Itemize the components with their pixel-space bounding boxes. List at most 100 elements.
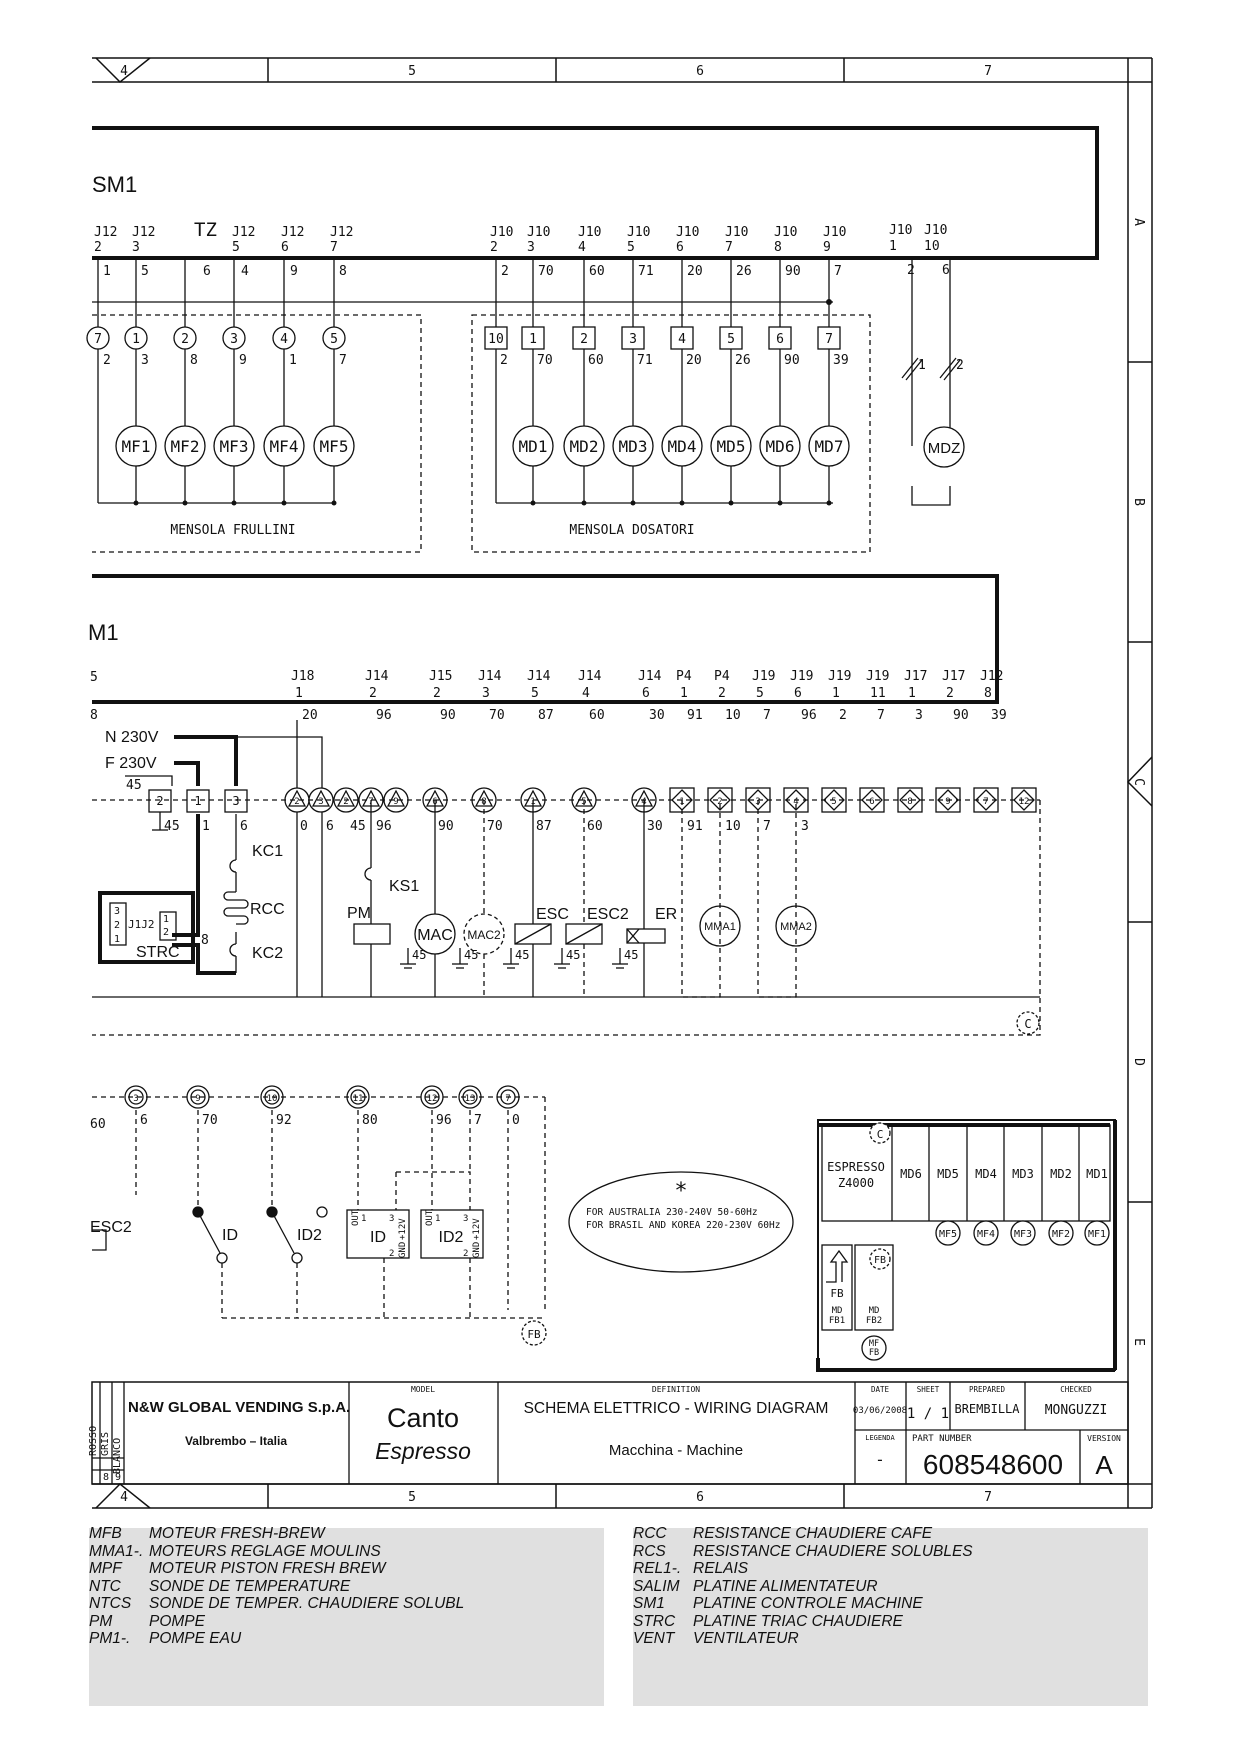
wire-number: 8 (339, 264, 347, 279)
md-slot-label: MD1 (1086, 1167, 1108, 1181)
pm-label: PM (347, 905, 371, 922)
terminal-number: 3 (318, 797, 323, 807)
note-line: FOR BRASIL AND KOREA 220-230V 60Hz (586, 1220, 780, 1231)
legend-description: MOTEURS REGLAGE MOULINS (149, 1542, 381, 1560)
legend-code: RCS (633, 1542, 666, 1560)
connector-label: P4 (714, 669, 730, 684)
legend-description: SONDE DE TEMPERATURE (149, 1577, 351, 1595)
wire-number: 90 (953, 708, 969, 723)
wire-number: 7 (763, 819, 771, 834)
terminal-number: 11 (353, 1094, 364, 1104)
legend-code: NTCS (89, 1595, 132, 1612)
legend-row: MMA1-. MOTEURS REGLAGE MOULINS (89, 1543, 381, 1561)
voltage-note: * FOR AUSTRALIA 230-240V 50-60Hz FOR BRA… (568, 1171, 794, 1273)
bottom-switches (92, 1206, 484, 1264)
junction-dot (777, 500, 783, 506)
mdz-circuit: 1 2 MDZ (901, 258, 965, 506)
svg-text:LEGENDA: LEGENDA (865, 1434, 895, 1442)
connector-label: J12 (232, 225, 255, 240)
terminal-number: 5 (727, 332, 735, 347)
md-circuits: 102170MD1260MD2371MD3420MD4526MD5690MD67… (484, 258, 850, 506)
legend-description: POMPE (149, 1612, 205, 1630)
terminal-number: 13 (465, 1094, 476, 1104)
terminal-number: 7 (825, 332, 833, 347)
junction-dot (331, 500, 337, 506)
wire-number: 5 (141, 264, 149, 279)
svg-text:+12V: +12V (472, 1218, 482, 1240)
md-slot-label: MD5 (937, 1167, 959, 1181)
col-label: 6 (696, 1490, 704, 1505)
connector-pin: 2 (946, 686, 954, 701)
md-slot-label: MD2 (1050, 1167, 1072, 1181)
svg-text:DATE: DATE (871, 1385, 890, 1394)
svg-text:1: 1 (163, 914, 169, 925)
company-name: N&W GLOBAL VENDING S.p.A. (128, 1399, 350, 1416)
svg-text:MF: MF (869, 1339, 879, 1349)
er-label: ER (655, 906, 677, 923)
terminal-number: 6 (869, 797, 874, 807)
svg-text:CHECKED: CHECKED (1060, 1385, 1092, 1394)
company-location: Valbrembo – Italia (185, 1434, 287, 1448)
connector-label: J18 (291, 669, 314, 684)
mf-slot-label: MF1 (1088, 1229, 1106, 1240)
junction-dot (728, 500, 734, 506)
power-n: N 230V (105, 729, 159, 746)
wire-number: 90 (440, 708, 456, 723)
svg-text:MODEL: MODEL (411, 1385, 435, 1394)
motor-label: MD1 (519, 437, 548, 456)
svg-text:C: C (1024, 1017, 1031, 1031)
wire-number: 70 (489, 708, 505, 723)
connector-label: J19 (790, 669, 813, 684)
mma1-label: MMA1 (704, 921, 736, 933)
sm1-board: SM1 (92, 126, 1099, 260)
wire-number: 80 (362, 1113, 378, 1128)
md-slot-label: MD3 (1012, 1167, 1034, 1181)
sensor-id2: ID2 (439, 1229, 464, 1246)
connector-label: J10 (725, 225, 748, 240)
connector-label: J10 (924, 223, 947, 238)
connector-pin: 3 (132, 240, 140, 255)
terminal-number: 2 (294, 797, 299, 807)
m1-title: M1 (88, 620, 119, 645)
wire-number: 7 (877, 708, 885, 723)
mensola-dosatori-label: MENSOLA DOSATORI (569, 523, 694, 538)
wire-number: 1 (289, 353, 297, 368)
mensola-frullini-label: MENSOLA FRULLINI (170, 523, 295, 538)
wire-number: 70 (537, 353, 553, 368)
svg-text:PREPARED: PREPARED (969, 1385, 1006, 1394)
wire-number: 60 (588, 353, 604, 368)
svg-text:OUT: OUT (351, 1209, 361, 1226)
connector-label: J14 (478, 669, 502, 684)
frame-labels: 4 5 6 7 4 5 6 7 A B C D E (120, 64, 1146, 1505)
svg-text:OUT: OUT (425, 1209, 435, 1226)
svg-text:ROSSO: ROSSO (88, 1426, 99, 1456)
terminal-number: 6 (776, 332, 784, 347)
row-label: C (1131, 778, 1146, 786)
wire-number: 39 (991, 708, 1007, 723)
connector-label: J10 (490, 225, 513, 240)
svg-text:MD: MD (832, 1306, 843, 1316)
legend-code: MMA1-. (89, 1542, 144, 1560)
terminal-rail (92, 799, 1041, 1036)
motor-label: MD2 (570, 437, 599, 456)
wire-number: 2 (839, 708, 847, 723)
motor-label: MF4 (270, 437, 299, 456)
junction-dot (630, 500, 636, 506)
col-label: 5 (408, 64, 416, 79)
svg-text:1: 1 (435, 1214, 440, 1224)
wire-number: 90 (784, 353, 800, 368)
wire-number: 3 (801, 819, 809, 834)
motor-label: MD6 (766, 437, 795, 456)
wire-number: 87 (538, 708, 554, 723)
mac2-label: MAC2 (467, 928, 501, 942)
legend-description: RESISTANCE CHAUDIERE CAFE (693, 1525, 933, 1542)
md-slot-label: MD6 (900, 1167, 922, 1181)
connector-c: C (1016, 1011, 1040, 1035)
connector-pin: 1 (832, 686, 840, 701)
svg-text:3: 3 (114, 906, 120, 917)
wire-number: 90 (438, 819, 454, 834)
